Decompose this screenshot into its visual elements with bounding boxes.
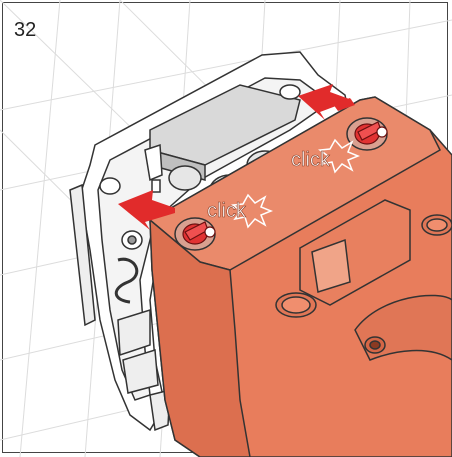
front-housing — [148, 96, 452, 457]
arrow-right — [298, 84, 355, 120]
pin-right — [354, 121, 388, 145]
click-label-left: click — [207, 200, 247, 222]
step-number: 32 — [14, 19, 37, 41]
arrow-left — [118, 190, 175, 230]
click-burst-right — [318, 138, 361, 174]
pin-left — [182, 221, 216, 245]
click-label-right: click — [291, 149, 331, 171]
click-burst-left — [231, 193, 274, 229]
